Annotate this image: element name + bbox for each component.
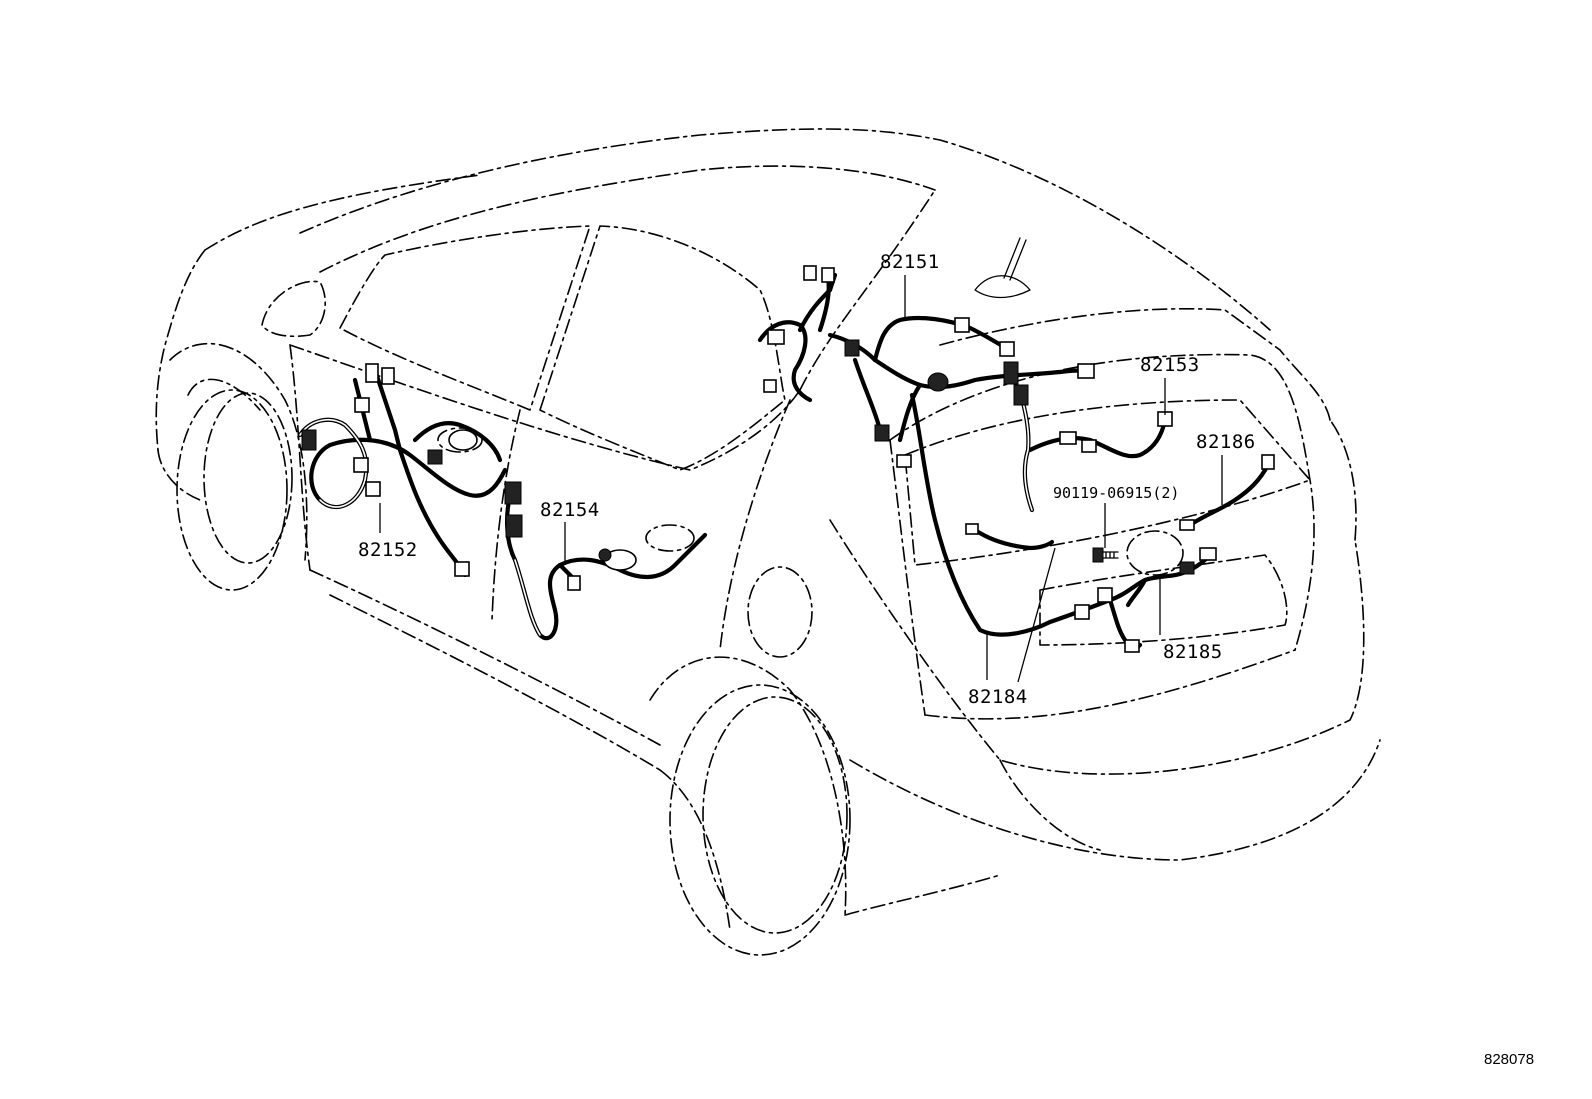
- label-82186: 82186: [1196, 431, 1256, 453]
- connector: [1261, 454, 1275, 470]
- clip: [1013, 384, 1029, 406]
- connector: [821, 267, 835, 283]
- grommet: [448, 429, 478, 451]
- clip: [1003, 361, 1019, 385]
- connector: [1059, 431, 1077, 445]
- connector: [1077, 363, 1095, 379]
- roof-antenna: [974, 237, 1031, 299]
- clip: [598, 548, 612, 562]
- clip: [1179, 561, 1195, 575]
- harness-82151[interactable]: [757, 265, 1095, 468]
- clip: [301, 429, 317, 451]
- harness-82185[interactable]: [1047, 547, 1217, 653]
- bolt-head: [1092, 547, 1104, 563]
- connector: [1199, 547, 1217, 561]
- label-bolt-90119: 90119-06915(2): [1053, 484, 1179, 502]
- label-82151: 82151: [880, 251, 940, 273]
- label-82184: 82184: [968, 686, 1028, 708]
- bolt-90119-06915[interactable]: [1092, 547, 1119, 563]
- harness-82153[interactable]: [1013, 384, 1173, 513]
- clip: [504, 481, 522, 505]
- clip: [874, 424, 890, 442]
- connector: [803, 265, 817, 281]
- clip: [427, 449, 443, 465]
- connector: [999, 341, 1015, 357]
- harness-82152[interactable]: [297, 363, 508, 578]
- label-82153: 82153: [1140, 354, 1200, 376]
- connector: [1097, 587, 1113, 603]
- label-82185: 82185: [1163, 641, 1223, 663]
- grommet: [927, 372, 949, 392]
- part-labels: 82151 82152 82153 82154 82186 90119-0691…: [358, 251, 1534, 1068]
- connector: [454, 561, 470, 577]
- connector: [381, 367, 395, 385]
- label-82154: 82154: [540, 499, 600, 521]
- connector: [1179, 519, 1195, 531]
- connector: [965, 523, 979, 535]
- label-82152: 82152: [358, 539, 418, 561]
- illustration-number: 828078: [1484, 1051, 1534, 1068]
- connector: [1124, 639, 1140, 653]
- harness-82184[interactable]: [909, 392, 1055, 637]
- connector: [365, 363, 379, 383]
- connector: [1074, 604, 1090, 620]
- connector: [353, 457, 369, 473]
- connector: [1081, 439, 1097, 453]
- connector: [567, 575, 581, 591]
- connector: [365, 481, 381, 497]
- connector: [767, 329, 785, 345]
- leader-lines: [379, 275, 1223, 683]
- harness-82154[interactable]: [504, 481, 708, 641]
- clip: [844, 339, 860, 357]
- connector: [354, 397, 370, 413]
- clip: [505, 514, 523, 538]
- vehicle-body-outline: [155, 128, 1381, 956]
- connector: [896, 454, 912, 468]
- harness-82186[interactable]: [1179, 454, 1275, 531]
- connector: [954, 317, 970, 333]
- connector: [763, 379, 777, 393]
